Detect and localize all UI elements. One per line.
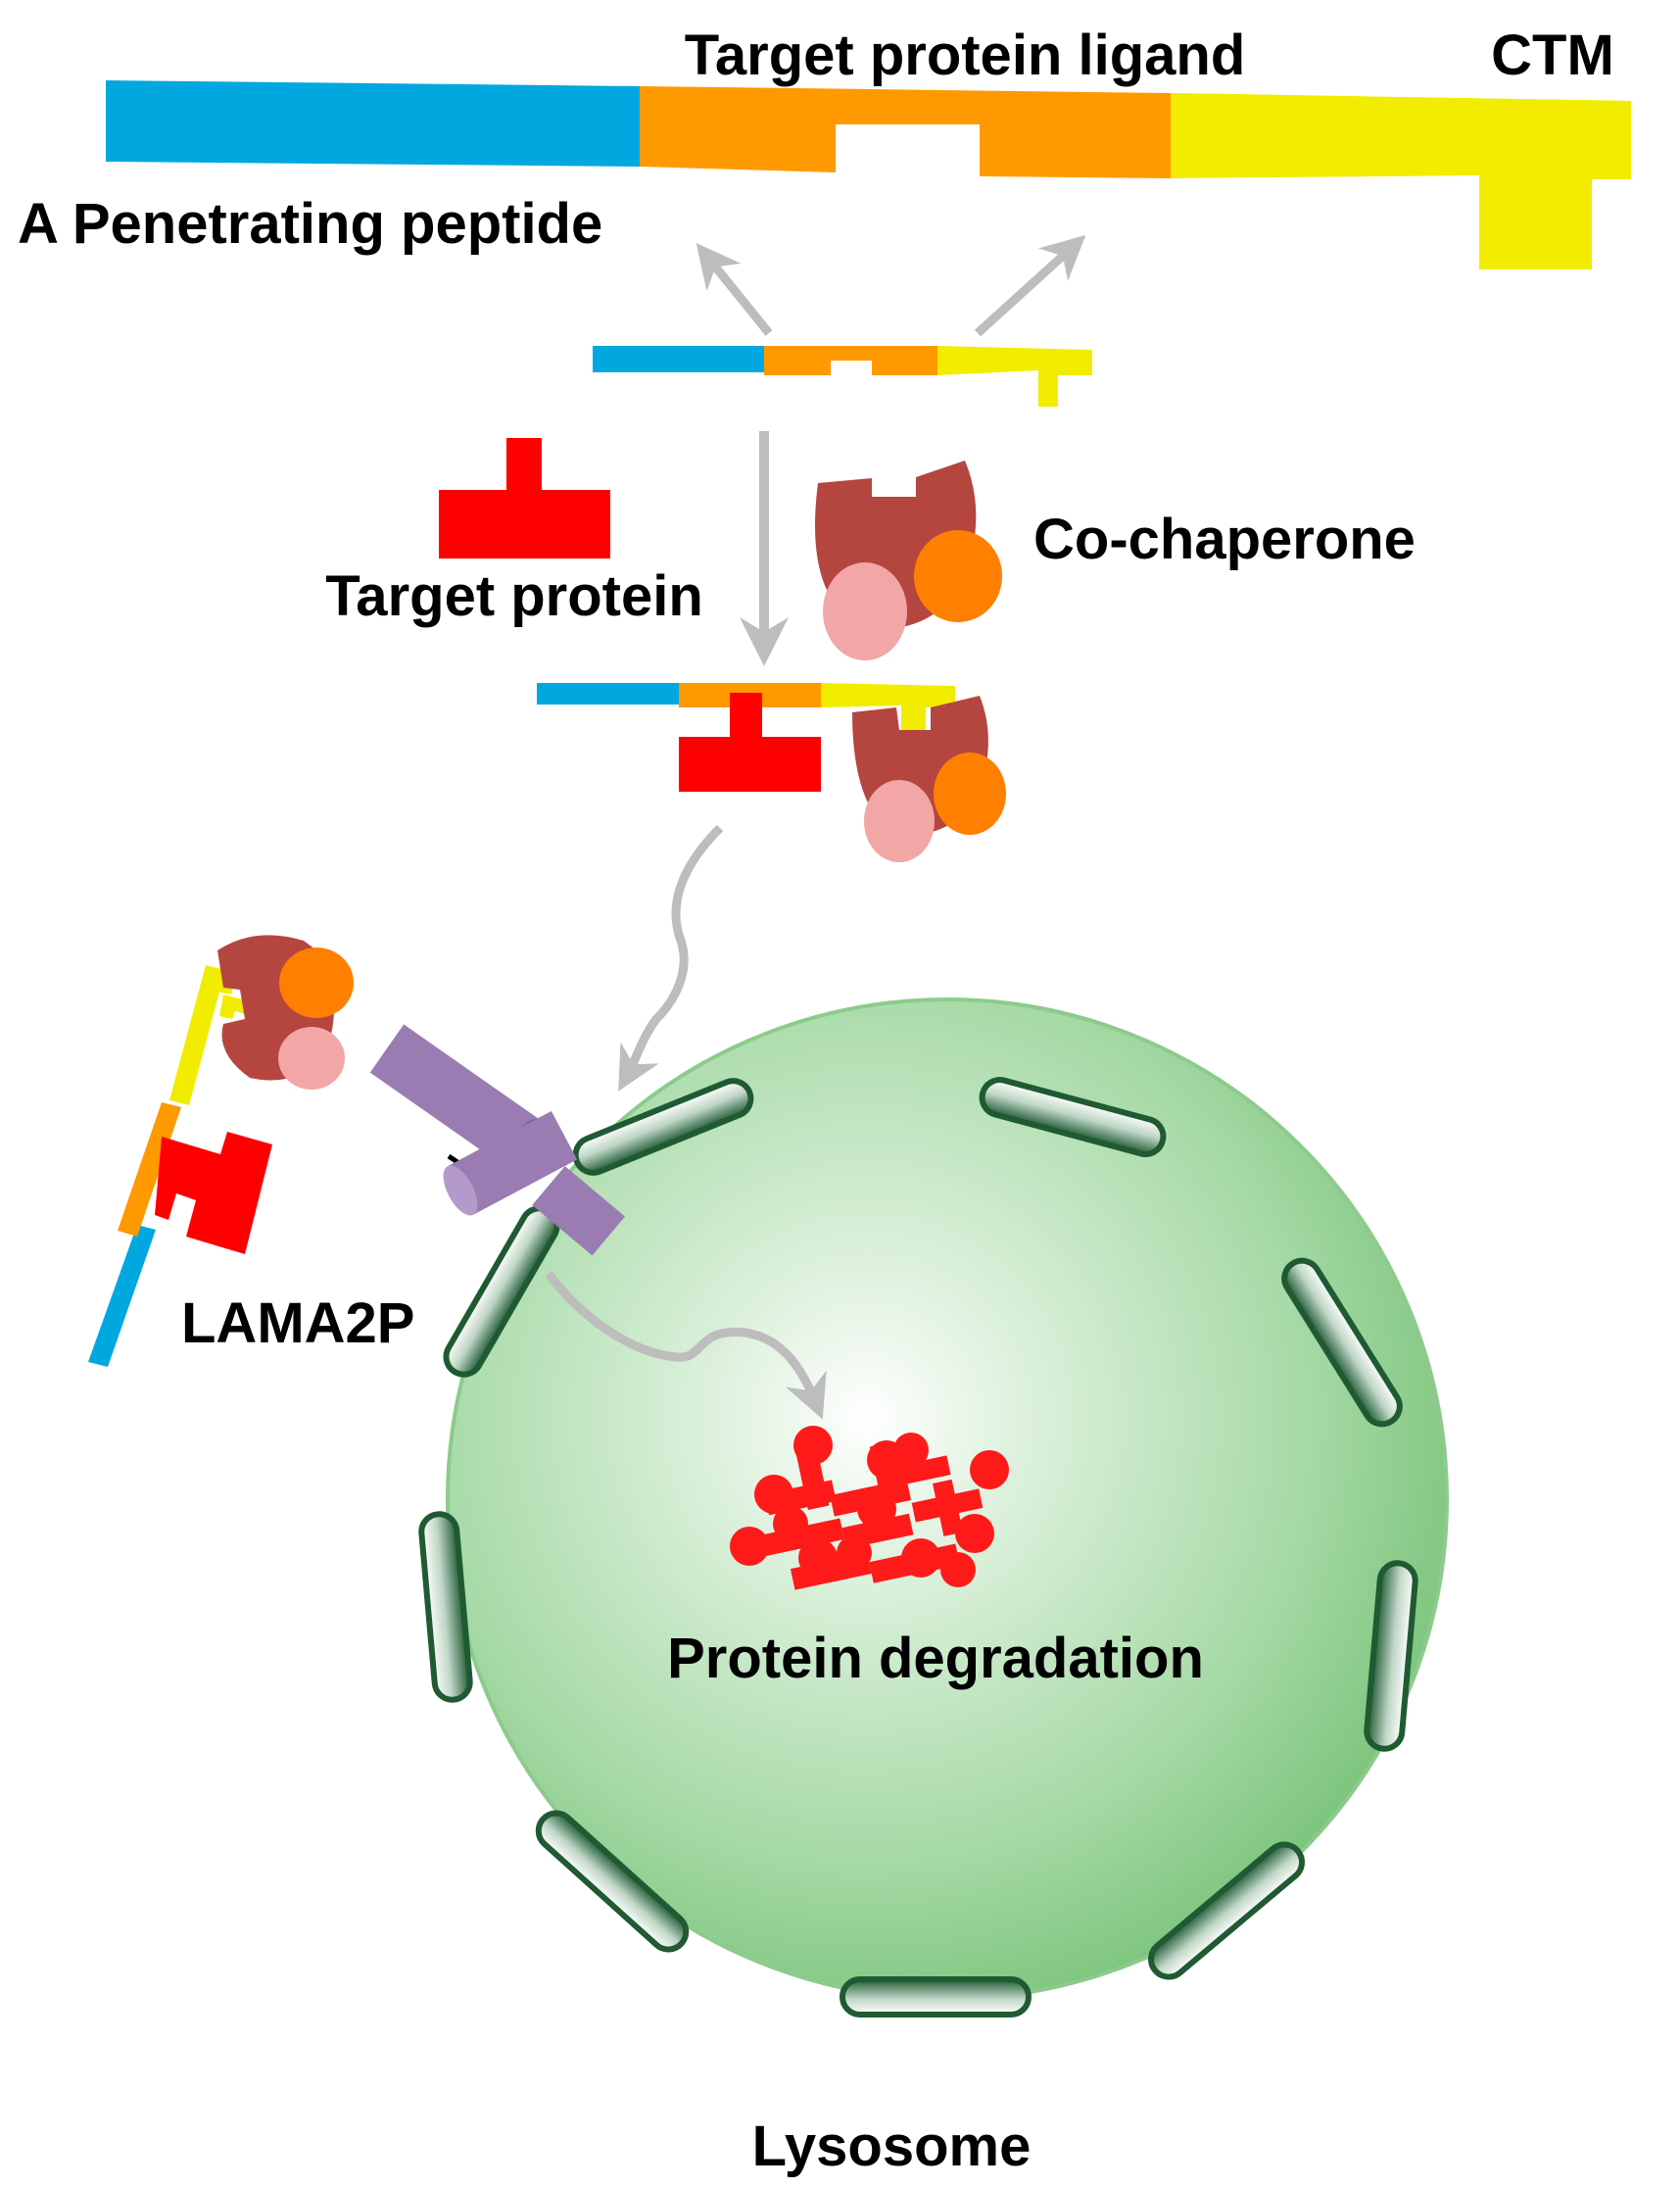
receptor-lower-cylinder [447, 1110, 578, 1215]
penetrating-peptide-segment [106, 80, 640, 167]
target-ligand-segment-small [764, 346, 937, 375]
fragment-dot [837, 1535, 872, 1571]
fragment-dot [773, 1506, 808, 1541]
fragment-dot [893, 1433, 929, 1468]
co-chaperone-orange-bound [279, 948, 354, 1018]
label-ctm: CTM [1491, 24, 1614, 87]
target-protein [439, 438, 610, 559]
fragment [795, 1447, 830, 1511]
co-chaperone [815, 461, 1002, 660]
lama2p-bound [88, 935, 354, 1367]
ctm-segment-bound [169, 965, 225, 1105]
lama2p-molecule-large [106, 80, 1631, 269]
label-lama2p: LAMA2P [181, 1291, 414, 1355]
receptor-stalk [532, 1166, 625, 1256]
membrane-segment [572, 1078, 754, 1176]
fragment-dot [940, 1552, 976, 1587]
ctm-segment-small [937, 346, 1092, 407]
fragment [888, 1455, 951, 1487]
fragment-dot [970, 1450, 1009, 1489]
ctm-segment-complex [821, 683, 955, 730]
membrane-segment [979, 1077, 1167, 1157]
penetrating-peptide-segment-small [593, 346, 764, 372]
target-ligand-segment [640, 86, 1171, 178]
membrane-segment [418, 1511, 473, 1703]
membrane-segment [840, 1976, 1032, 2018]
label-lysosome: Lysosome [752, 2115, 1032, 2178]
co-chaperone-orange-subunit [914, 530, 1002, 622]
lysosomal-receptor [369, 1024, 625, 1256]
penetrating-peptide-segment-bound [88, 1225, 156, 1367]
target-ligand-segment-bound [118, 1102, 181, 1237]
fragment [933, 1479, 964, 1536]
fragment-dot [754, 1475, 793, 1514]
degraded-protein-cluster [730, 1426, 1009, 1590]
label-penetrating-peptide: A Penetrating peptide [18, 192, 602, 256]
membrane-segment [535, 1810, 690, 1953]
arrow-to-ctm [974, 234, 1086, 337]
ternary-complex [537, 683, 1006, 862]
fragment-dot [901, 1538, 940, 1578]
co-chaperone-orange-complex [934, 753, 1006, 835]
co-chaperone-pink-bound [278, 1027, 345, 1090]
fragment-dot [955, 1514, 994, 1553]
fragment-dot [730, 1527, 769, 1566]
ctm-segment-body [1171, 93, 1631, 269]
fragment-dot [793, 1426, 833, 1465]
target-protein-complex [679, 693, 821, 792]
co-chaperone-pink-complex [864, 780, 935, 862]
arrow-to-lysosome [618, 824, 724, 1092]
membrane-segment [1281, 1257, 1403, 1428]
membrane-segment [1148, 1841, 1305, 1980]
label-target-protein: Target protein [325, 564, 703, 628]
target-protein-bound [155, 1132, 272, 1254]
label-co-chaperone: Co-chaperone [1033, 508, 1416, 571]
arrow-to-penetrating-peptide [696, 242, 773, 336]
fragment-dot [857, 1489, 896, 1529]
penetrating-peptide-segment-complex [537, 683, 679, 705]
receptor-upper-cylinder [369, 1024, 541, 1169]
fragment-dot [798, 1538, 838, 1578]
label-protein-degradation: Protein degradation [667, 1627, 1204, 1690]
label-target-ligand: Target protein ligand [685, 24, 1246, 87]
lama2p-molecule-small [593, 346, 1092, 407]
arrow-to-degradation [545, 1271, 827, 1420]
membrane-segment [1364, 1560, 1418, 1752]
receptor-lower-cap [443, 1165, 478, 1216]
co-chaperone-pink-subunit [823, 562, 907, 660]
